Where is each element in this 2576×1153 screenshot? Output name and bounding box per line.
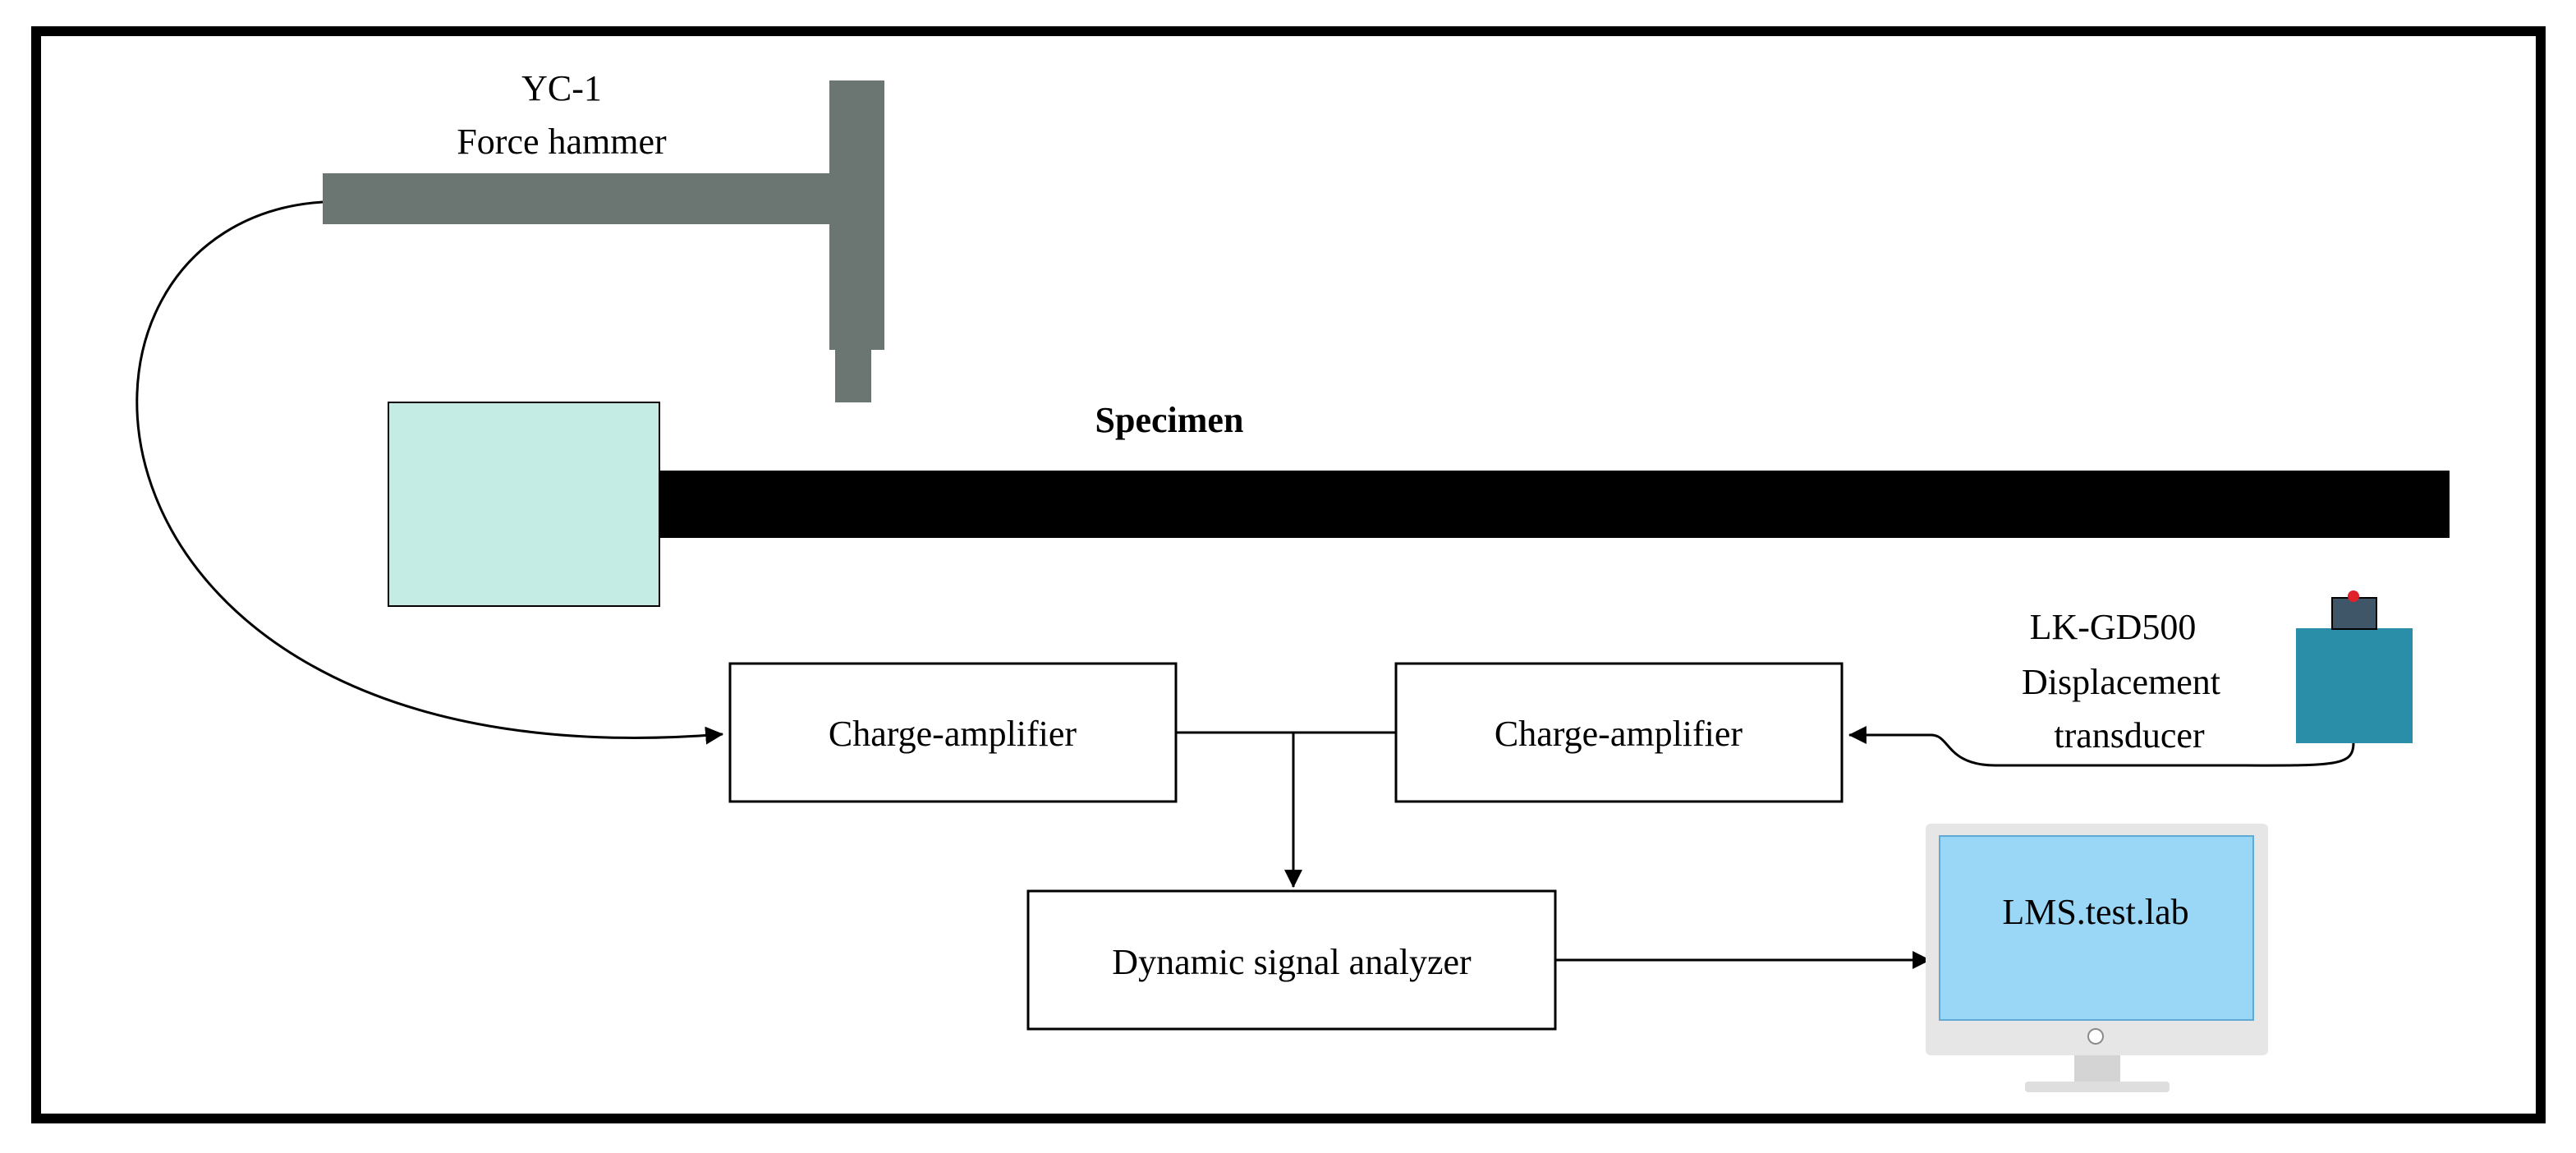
monitor-screen	[1939, 835, 2254, 1021]
hammer-handle	[323, 173, 884, 224]
hammer-cable	[135, 200, 724, 745]
dynamic-signal-analyzer	[1026, 889, 1557, 1031]
specimen-beam	[659, 471, 2450, 538]
clamp-block	[388, 402, 660, 607]
transducer-cable	[1848, 726, 2355, 767]
hammer-name-label: Force hammer	[457, 122, 667, 162]
transducer-name-line2: transducer	[2054, 715, 2205, 756]
computer-monitor	[1926, 824, 2268, 1092]
monitor-power-button	[2087, 1028, 2104, 1045]
monitor-neck	[2074, 1055, 2120, 1083]
specimen-label: Specimen	[1095, 400, 1244, 440]
charge-amplifier-left-label: Charge-amplifier	[829, 714, 1077, 754]
charge-amplifier-left	[728, 662, 1178, 803]
hammer-model-label: YC-1	[521, 68, 602, 108]
transducer-body	[2296, 628, 2413, 743]
transducer-model-label: LK-GD500	[2030, 607, 2197, 647]
hammer-tip	[835, 350, 871, 402]
charge-amplifier-right-label: Charge-amplifier	[1495, 714, 1743, 754]
displacement-transducer	[2296, 590, 2413, 743]
monitor-screen-text: LMS.test.lab	[2002, 892, 2188, 932]
monitor-stand	[2025, 1082, 2170, 1092]
force-hammer	[323, 80, 884, 402]
hammer-head	[829, 80, 884, 350]
transducer-led	[2348, 590, 2359, 602]
dynamic-signal-analyzer-label: Dynamic signal analyzer	[1112, 942, 1472, 982]
transducer-head	[2331, 597, 2377, 630]
transducer-name-line1: Displacement	[2022, 662, 2220, 702]
